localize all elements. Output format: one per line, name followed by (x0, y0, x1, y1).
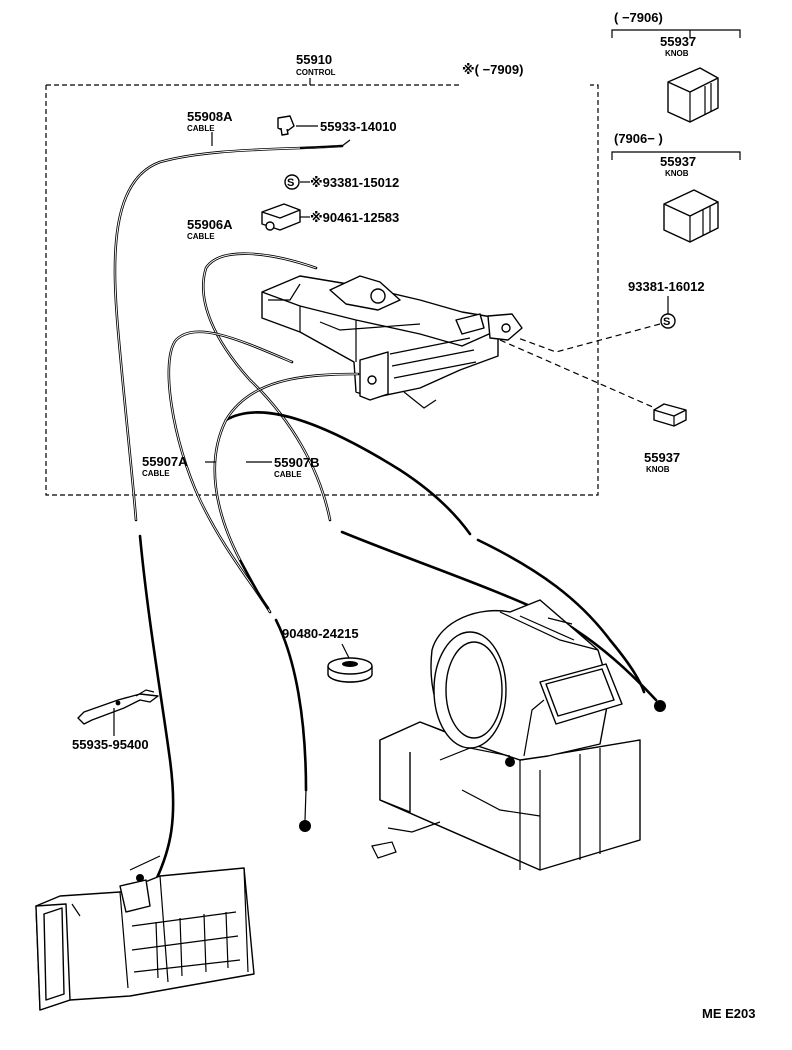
control-number: 55910 (296, 52, 332, 67)
bulb-number: ※90461-12583 (310, 210, 399, 225)
bulb-socket-icon (261, 203, 301, 231)
air-duct-icon (35, 855, 255, 1011)
bracket-number: 55935-95400 (72, 737, 149, 752)
cable-a-number: 55908A (187, 109, 233, 124)
cable-b-name: CABLE (187, 232, 215, 241)
svg-text:S: S (663, 316, 670, 328)
svg-text:S: S (287, 177, 294, 189)
screw-number: ※93381-15012 (310, 175, 399, 190)
control-assembly-icon (261, 275, 523, 409)
screw2-number: 93381-16012 (628, 279, 705, 294)
control-group-box (45, 78, 599, 496)
knob-small-leader (499, 339, 656, 409)
knob-top-range: ( −7906) (614, 10, 663, 25)
clip-icon (277, 115, 295, 136)
cable-55907b (213, 372, 646, 694)
grommet-number: 90480-24215 (282, 626, 359, 641)
clip-number: 55933-14010 (320, 119, 397, 134)
cable-d-number: 55907B (274, 455, 320, 470)
cable-a-name: CABLE (187, 124, 215, 133)
cable-c-number: 55907A (142, 454, 188, 469)
knob-top-bracket (611, 29, 741, 38)
cable-d-name: CABLE (274, 470, 302, 479)
screw-icon: S (284, 174, 300, 190)
knob-mid-name: KNOB (665, 169, 689, 178)
heater-unit-icon (371, 599, 641, 871)
knob-small-name: KNOB (646, 465, 670, 474)
cable-c-name: CABLE (142, 469, 170, 478)
knob-mid-bracket (611, 151, 741, 160)
cable-55908a (113, 139, 351, 882)
knob-top-name: KNOB (665, 49, 689, 58)
knob-mid-range: (7906− ) (614, 131, 663, 146)
knob-mid-icon (663, 189, 719, 243)
grommet-icon (327, 657, 373, 683)
knob-small-number: 55937 (644, 450, 680, 465)
screw2-dash (517, 323, 661, 353)
screw2-icon: S (660, 313, 676, 329)
knob-top-icon (667, 67, 719, 123)
knob-top-number: 55937 (660, 34, 696, 49)
figure-code: ME E203 (702, 1006, 755, 1021)
control-note: ※( −7909) (462, 62, 523, 77)
control-name: CONTROL (296, 68, 336, 77)
knob-small-icon (653, 403, 687, 427)
cable-b-number: 55906A (187, 217, 233, 232)
knob-mid-number: 55937 (660, 154, 696, 169)
cable-55907a (167, 330, 311, 832)
bracket-icon (77, 689, 159, 725)
